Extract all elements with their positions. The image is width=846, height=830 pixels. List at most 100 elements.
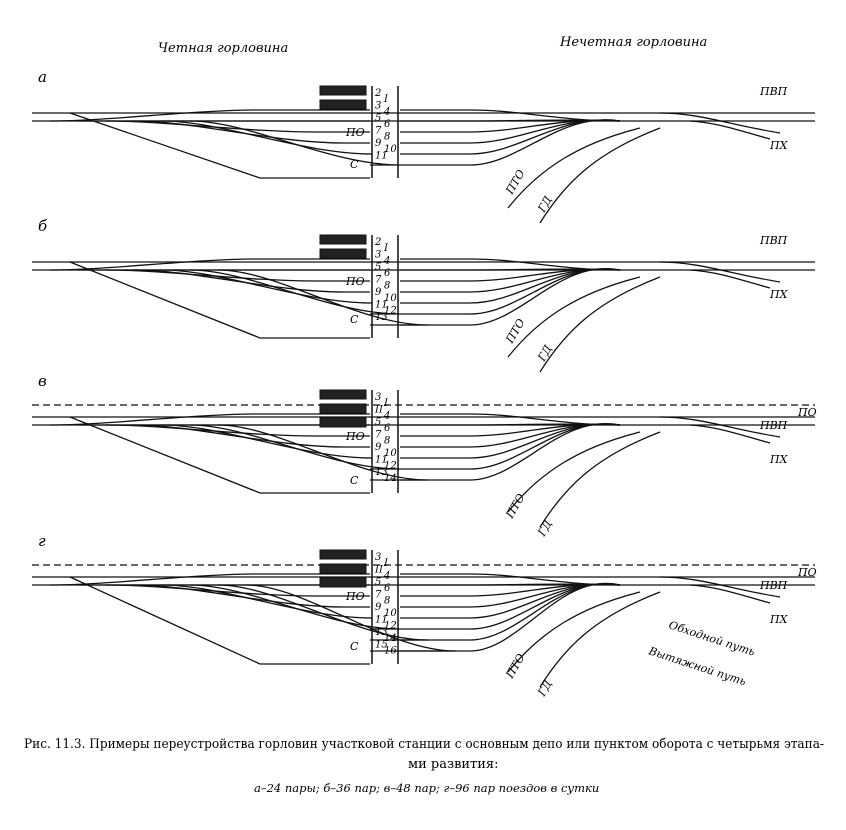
left-track-curve	[49, 413, 370, 426]
track-number: 5	[375, 113, 381, 124]
caption-line-1: Рис. 11.3. Примеры переустройства горлов…	[24, 737, 824, 752]
right-track-curve	[469, 583, 621, 608]
station-building	[319, 234, 367, 245]
station-building	[319, 563, 367, 574]
label-po: ПО	[345, 590, 365, 603]
right-track-curve	[469, 119, 621, 166]
label-po: ПО	[345, 275, 365, 288]
header-even-throat: Четная горловина	[158, 41, 288, 56]
right-track-curve	[469, 268, 621, 293]
panel-letter: в	[38, 372, 47, 390]
track-number: 3	[375, 101, 381, 112]
track-number: 9	[375, 138, 382, 149]
panel-letter: б	[38, 217, 48, 235]
track-number: 8	[384, 281, 390, 292]
left-track-curve	[161, 120, 373, 155]
station-building	[319, 248, 367, 259]
label-pto: ПТО	[503, 652, 528, 682]
gd-spur	[539, 431, 661, 528]
station-building	[319, 577, 367, 588]
track-number: 10	[384, 293, 397, 304]
track-number: 10	[384, 144, 397, 155]
track-number: 3	[375, 552, 381, 563]
ph-branch	[659, 416, 781, 438]
right-track-curve	[469, 109, 621, 122]
label-ph: ПХ	[769, 139, 789, 152]
label-ph: ПХ	[769, 288, 789, 301]
gd-spur	[539, 591, 661, 688]
ph-branch	[659, 261, 781, 283]
label-pto: ПТО	[503, 168, 528, 198]
ph-branch	[659, 576, 781, 598]
left-track-curve	[49, 573, 370, 586]
station-building	[319, 549, 367, 560]
label-gd: ГД	[535, 342, 555, 364]
track-number: 8	[384, 132, 390, 143]
track-number: I	[383, 558, 389, 569]
track-number: 12	[384, 461, 397, 472]
left-track-curve	[161, 269, 373, 304]
label-obhodnoy: Обходной путь	[667, 618, 756, 658]
right-track-curve	[469, 582, 621, 652]
yard-lead	[69, 416, 370, 494]
station-building	[319, 417, 367, 428]
right-track-curve	[469, 119, 621, 133]
pto-spur	[507, 591, 641, 673]
ph-branch-2	[689, 424, 771, 444]
header-odd-throat: Нечетная горловина	[559, 35, 707, 50]
label-po: ПО	[345, 126, 365, 139]
left-track-curve	[217, 584, 429, 641]
track-number: 10	[384, 608, 397, 619]
left-track-curve	[49, 258, 370, 271]
gd-spur	[539, 127, 661, 224]
track-number: 15	[375, 640, 388, 651]
station-building	[319, 85, 367, 96]
track-number: 8	[384, 436, 390, 447]
label-pto: ПТО	[503, 492, 528, 522]
label-pvp: ПВП	[759, 579, 788, 592]
track-number: 6	[384, 119, 391, 130]
ph-branch-2	[689, 269, 771, 289]
right-track-curve	[469, 119, 621, 144]
track-number: 2	[374, 237, 381, 248]
track-number: 5	[375, 262, 381, 273]
label-ph: ПХ	[769, 613, 789, 626]
ph-branch-2	[689, 584, 771, 604]
label-po-right: ПО	[797, 566, 817, 579]
panel-letter: г	[38, 532, 46, 550]
yard-lead	[69, 576, 370, 665]
label-s: С	[350, 158, 359, 171]
label-gd: ГД	[535, 517, 555, 539]
gd-spur	[539, 276, 661, 373]
track-number: 13	[375, 627, 388, 638]
left-track-curve	[189, 584, 401, 630]
left-track-curve	[161, 584, 373, 619]
label-s: С	[350, 474, 359, 487]
track-number: 11	[375, 300, 388, 311]
track-number: 13	[375, 312, 388, 323]
left-track-curve	[189, 424, 401, 470]
track-number: 4	[383, 256, 390, 267]
track-number: I	[383, 94, 389, 105]
track-number: 9	[375, 602, 382, 613]
track-number: 12	[384, 621, 397, 632]
left-track-curve	[161, 424, 373, 459]
caption-line-3: а–24 пары; б–36 пар; в–48 пар; г–96 пар …	[254, 781, 599, 795]
right-track-curve	[469, 423, 621, 437]
track-number: 4	[383, 571, 390, 582]
left-track-curve	[189, 269, 401, 315]
track-number: 4	[383, 411, 390, 422]
track-number: 14	[384, 473, 397, 484]
right-track-curve	[469, 423, 621, 448]
track-number: I	[383, 398, 389, 409]
label-pvp: ПВП	[759, 85, 788, 98]
track-number: 7	[375, 430, 382, 441]
left-track-curve	[245, 584, 457, 652]
right-track-curve	[469, 267, 621, 326]
right-track-curve	[469, 413, 621, 426]
left-track-curve	[189, 120, 401, 166]
right-track-curve	[469, 583, 621, 597]
